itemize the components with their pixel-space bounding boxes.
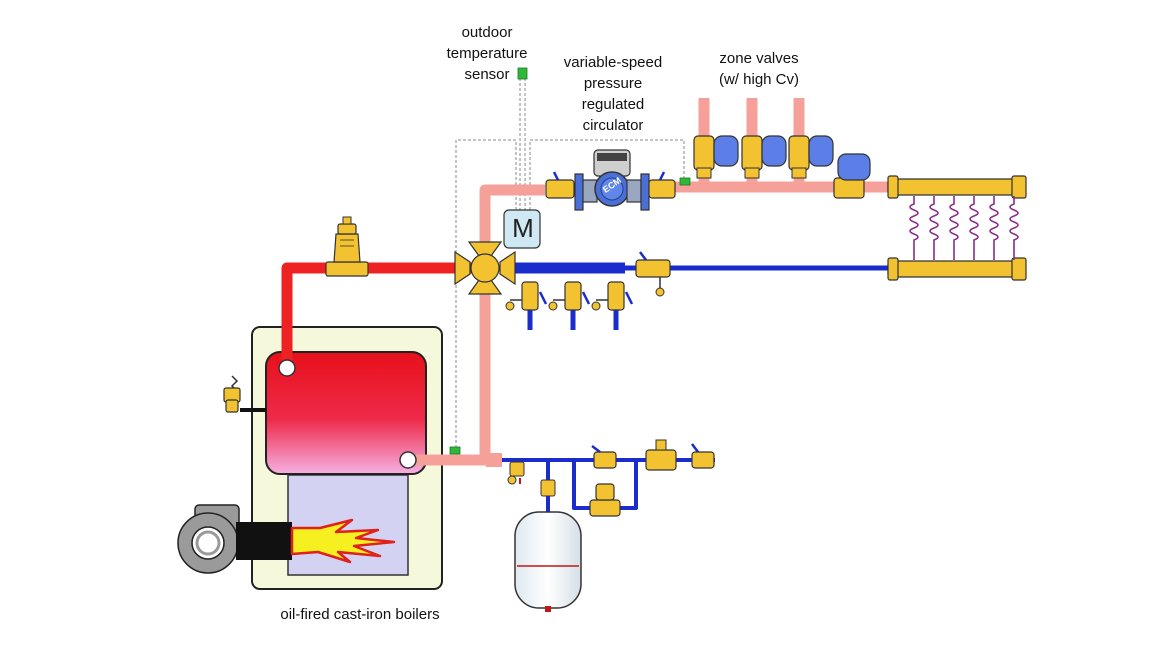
purge-valve-2 [548,281,591,311]
mixing-valve [454,241,516,295]
outdoor-sensor-icon [517,67,528,80]
zone-valves-label: zone valves (w/ high Cv) [718,50,800,88]
outdoor-sensor-label: outdoor temperature sensor [446,24,528,83]
zone-valve-2 [741,135,787,179]
purge-valve-3 [591,281,634,311]
makeup-water-assembly [507,439,715,517]
boiler-label: oil-fired cast-iron boilers [280,606,440,623]
oil-burner [177,504,292,574]
return-manifold [887,257,1027,281]
boiler-relief-valve [223,375,266,413]
supply-manifold [887,175,1027,199]
circulator [545,149,676,211]
expansion-tank [514,511,582,612]
return-pipe [500,262,890,512]
makeup-tee [486,453,502,467]
heat-exchanger [265,351,427,475]
hot-supply-pipe [281,262,478,368]
zone-valve-3 [788,135,834,179]
zone-valve-4 [833,153,871,199]
zone-valve-1 [693,135,739,179]
air-vent [325,216,369,277]
boiler-sensor-icon [449,446,461,455]
motor-label: M [512,213,534,243]
supply-sensor-icon [679,177,691,186]
circulator-label: variable-speed pressure regulated circul… [563,54,663,134]
burner-flame [290,518,396,564]
return-ball-valve [635,251,671,297]
radiant-circuits [909,196,1019,260]
mixing-valve-motor [503,209,541,249]
purge-valve-1 [505,281,548,311]
return-port [399,451,417,469]
supply-port [278,359,296,377]
